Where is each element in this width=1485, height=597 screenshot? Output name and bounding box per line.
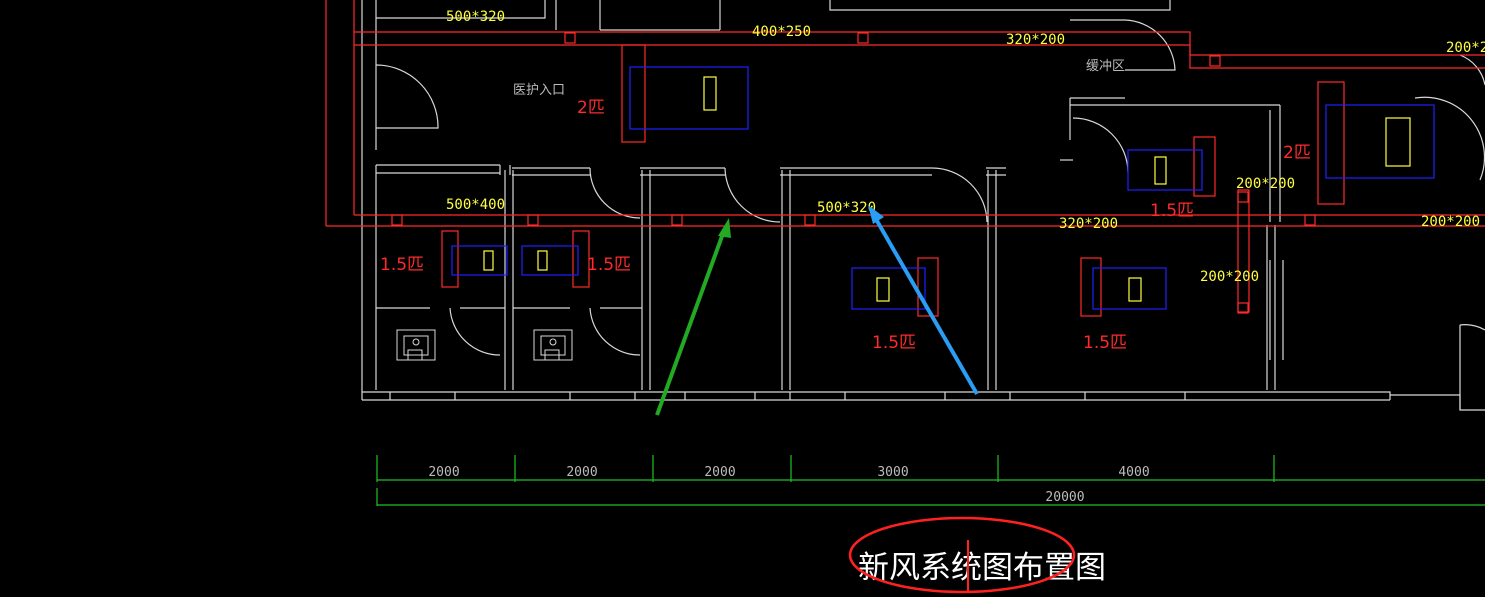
- duct-label: 200*2: [1446, 40, 1485, 56]
- duct-size-labels: 500*320 400*250 320*200 200*2 500*400 50…: [446, 9, 1485, 285]
- room-label-medical-entrance: 医护入口: [513, 83, 565, 98]
- walls: [361, 0, 1485, 411]
- green-arrow: [655, 218, 731, 416]
- unit-label: 1.5匹: [587, 255, 631, 275]
- unit-label: 1.5匹: [1150, 201, 1194, 221]
- unit-label: 2匹: [1283, 143, 1311, 163]
- unit-label: 1.5匹: [872, 333, 916, 353]
- air-outlets: [483, 76, 1411, 302]
- duct-label: 500*320: [446, 9, 505, 25]
- dimension-label: 4000: [1118, 465, 1149, 480]
- fresh-air-ducts: [325, 0, 1485, 317]
- dimension-label: 2000: [566, 465, 597, 480]
- duct-label: 320*200: [1006, 32, 1065, 48]
- duct-label: 500*400: [446, 197, 505, 213]
- duct-label: 200*200: [1236, 176, 1295, 192]
- dimension-lines: [376, 455, 1485, 506]
- duct-label: 200*200: [1421, 214, 1480, 230]
- dimension-label: 3000: [877, 465, 908, 480]
- duct-label: 200*200: [1200, 269, 1259, 285]
- duct-label: 400*250: [752, 24, 811, 40]
- duct-label: 320*200: [1059, 216, 1118, 232]
- ac-units: [451, 66, 1435, 310]
- toilet-icon: [396, 329, 436, 361]
- blue-arrow: [868, 205, 979, 396]
- drawing-title: 新风系统图布置图: [858, 550, 1106, 586]
- dimension-total-label: 20000: [1045, 490, 1084, 505]
- dimension-label: 2000: [704, 465, 735, 480]
- unit-label: 2匹: [577, 98, 605, 118]
- unit-capacity-labels: 2匹 2匹 1.5匹 1.5匹 1.5匹 1.5匹 1.5匹: [380, 98, 1311, 353]
- unit-label: 1.5匹: [380, 255, 424, 275]
- duct-label: 500*320: [817, 200, 876, 216]
- unit-label: 1.5匹: [1083, 333, 1127, 353]
- room-label-buffer-zone: 缓冲区: [1086, 59, 1125, 74]
- toilet-icon: [533, 329, 573, 361]
- title-highlight-circle: [848, 516, 1076, 594]
- dimension-label: 2000: [428, 465, 459, 480]
